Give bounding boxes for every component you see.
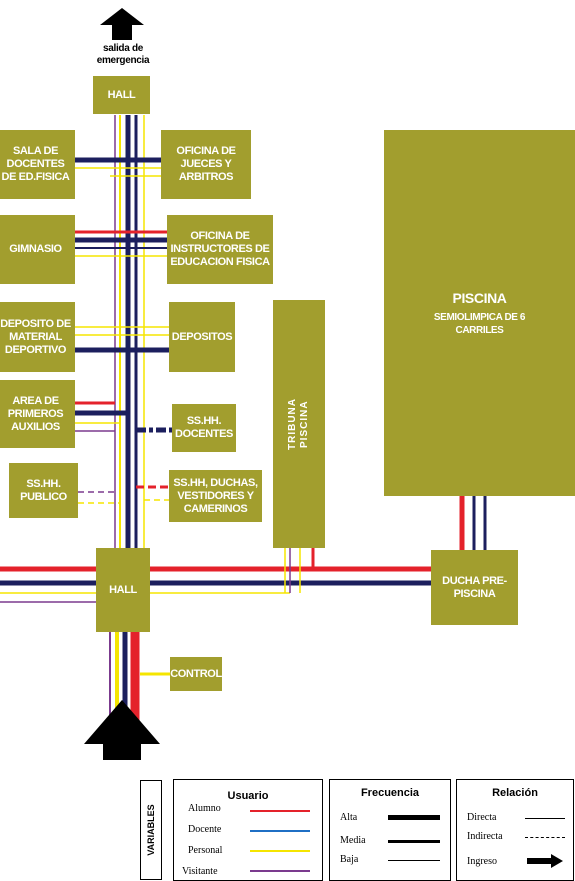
exit-label: salida de emergencia (96, 43, 150, 66)
sshh-publico: SS.HH. PUBLICO (9, 463, 78, 518)
directa-line (525, 818, 565, 819)
baja-line (388, 860, 440, 861)
visitante-line (250, 870, 310, 872)
piscina-subtitle: SEMIOLIMPICA DE 6 CARRILES (433, 312, 526, 336)
tribuna-piscina: TRIBUNA PISCINA (273, 300, 325, 548)
sshh-duchas: SS.HH, DUCHAS, VESTIDORES Y CAMERINOS (169, 470, 262, 522)
oficina-jueces: OFICINA DE JUECES Y ARBITROS (161, 130, 251, 199)
deposito-material: DEPOSITO DE MATERIAL DEPORTIVO (0, 302, 75, 372)
hall-bottom: HALL (96, 548, 150, 632)
legend-frecuencia: Frecuencia Alta Media Baja (329, 779, 451, 881)
gimnasio: GIMNASIO (0, 215, 75, 284)
oficina-instructores: OFICINA DE INSTRUCTORES DE EDUCACION FIS… (167, 215, 273, 284)
frecuencia-title: Frecuencia (360, 787, 420, 799)
usuario-docente: Docente (188, 824, 222, 835)
piscina-title: PISCINA (452, 290, 507, 306)
relacion-indirecta: Indirecta (467, 831, 503, 842)
legend-variables-box (140, 780, 162, 880)
entry-arrow-icon (84, 700, 160, 760)
alumno-line (250, 810, 310, 812)
usuario-alumno: Alumno (188, 803, 221, 814)
primeros-auxilios: AREA DE PRIMEROS AUXILIOS (0, 380, 75, 448)
alta-line (388, 815, 440, 820)
ducha-pre-piscina: DUCHA PRE- PISCINA (431, 550, 518, 625)
usuario-visitante: Visitante (182, 866, 218, 877)
legend-variables: VARIABLES (140, 780, 162, 880)
indirecta-line (525, 837, 565, 838)
relacion-title: Relación (492, 787, 538, 799)
depositos: DEPOSITOS (169, 302, 235, 372)
media-line (388, 840, 440, 843)
hall-top: HALL (93, 76, 150, 114)
personal-line (250, 850, 310, 852)
legend-relacion: Relación Directa Indirecta Ingreso (456, 779, 574, 881)
relacion-ingreso: Ingreso (467, 856, 497, 867)
variables-label: VARIABLES (146, 804, 156, 856)
relacion-directa: Directa (467, 812, 497, 823)
sala-docentes: SALA DE DOCENTES DE ED.FISICA (0, 130, 75, 199)
exit-arrow-icon (100, 8, 144, 40)
legend-usuario: Usuario Alumno Docente Personal Visitant… (173, 779, 323, 881)
piscina: PISCINA SEMIOLIMPICA DE 6 CARRILES (384, 130, 575, 496)
usuario-title: Usuario (227, 790, 269, 802)
control: CONTROL (170, 657, 222, 691)
usuario-personal: Personal (188, 845, 223, 856)
docente-line (250, 830, 310, 832)
tribuna-label: TRIBUNA PISCINA (287, 398, 310, 450)
frecuencia-media: Media (340, 835, 366, 846)
ingreso-arrow-icon (527, 854, 563, 868)
sshh-docentes: SS.HH. DOCENTES (172, 404, 236, 452)
frecuencia-alta: Alta (340, 812, 358, 823)
frecuencia-baja: Baja (340, 854, 359, 865)
